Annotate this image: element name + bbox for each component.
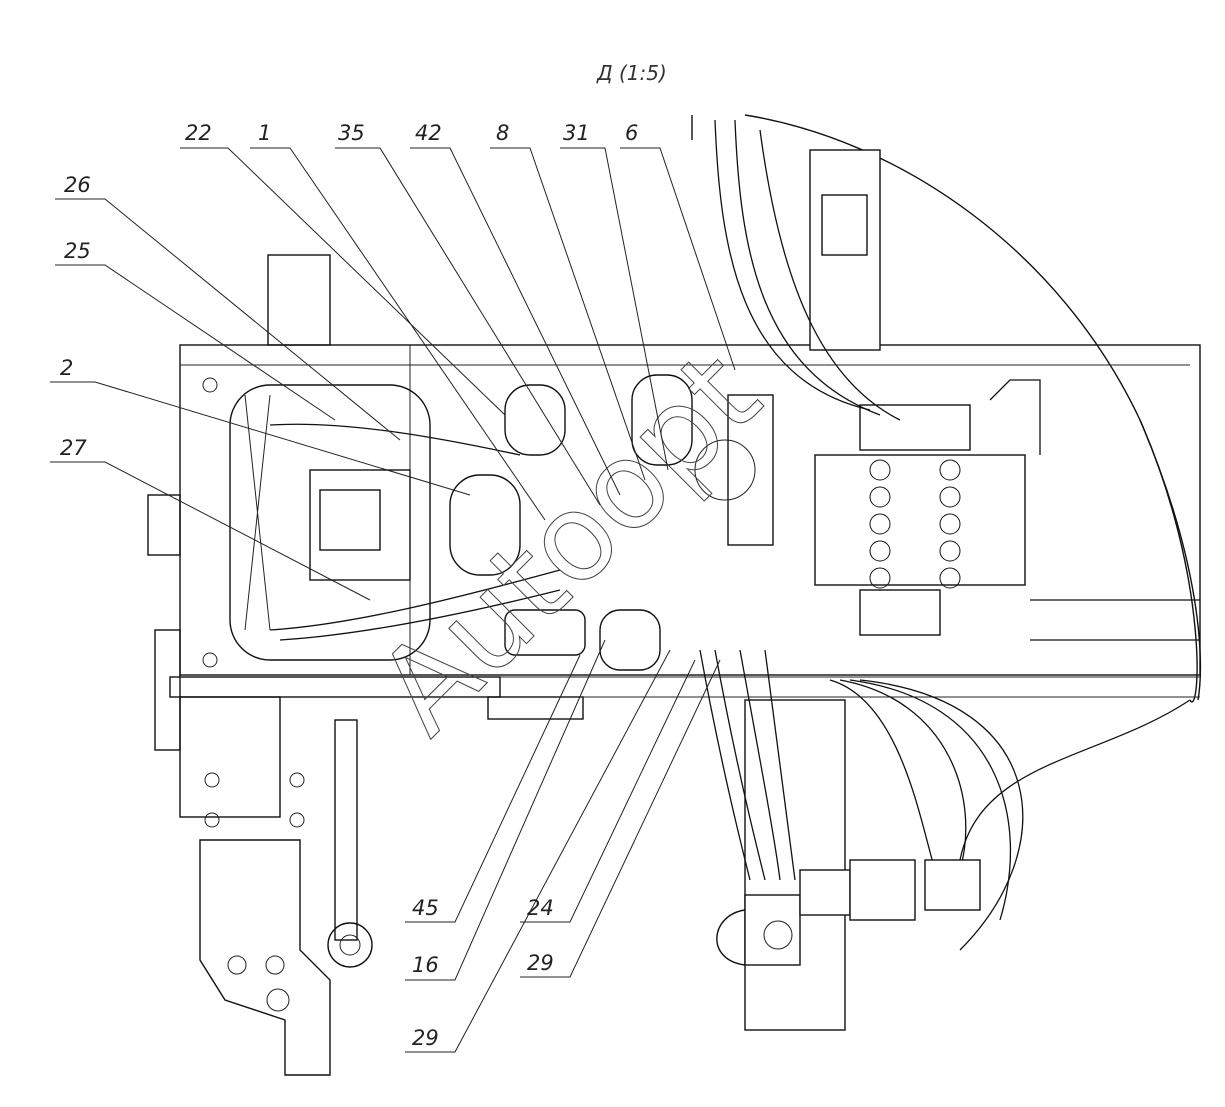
accumulators	[449, 374, 774, 671]
callout-27: 27	[50, 436, 371, 601]
callout-16: 16	[405, 639, 606, 981]
svg-text:22: 22	[185, 121, 212, 145]
svg-text:26: 26	[64, 173, 91, 197]
svg-text:29: 29	[527, 951, 554, 975]
callout-45: 45	[405, 654, 581, 923]
callout-1: 1	[250, 121, 546, 521]
hoses	[269, 119, 1200, 951]
pump-window	[229, 384, 431, 661]
callout-26: 26	[55, 173, 401, 441]
svg-text:35: 35	[338, 121, 365, 145]
callout-29-right: 29	[520, 659, 721, 978]
svg-text:16: 16	[412, 953, 439, 977]
callout-42: 42	[410, 121, 621, 496]
svg-text:29: 29	[412, 1026, 439, 1050]
lower-arm	[227, 719, 373, 1012]
svg-text:25: 25	[64, 239, 91, 263]
callout-35: 35	[335, 121, 601, 506]
view-title: Д (1:5)	[596, 61, 667, 85]
callout-25: 25	[55, 239, 336, 421]
callout-31: 31	[560, 121, 669, 471]
motor-assembly	[716, 859, 981, 966]
frame	[147, 254, 1201, 1076]
callout-8: 8	[490, 121, 646, 481]
svg-text:2: 2	[60, 356, 73, 380]
svg-text:45: 45	[412, 896, 439, 920]
svg-text:1: 1	[258, 121, 271, 145]
svg-text:24: 24	[527, 896, 554, 920]
valve-block	[809, 149, 1026, 636]
callout-6: 6	[620, 121, 736, 371]
svg-text:27: 27	[60, 436, 87, 460]
svg-text:6: 6	[625, 121, 638, 145]
callout-22: 22	[180, 121, 506, 416]
svg-text:42: 42	[415, 121, 442, 145]
callout-24: 24	[520, 659, 696, 923]
callout-2: 2	[50, 356, 471, 496]
callout-29-left: 29	[405, 649, 671, 1053]
svg-text:31: 31	[563, 121, 590, 145]
svg-text:8: 8	[496, 121, 509, 145]
